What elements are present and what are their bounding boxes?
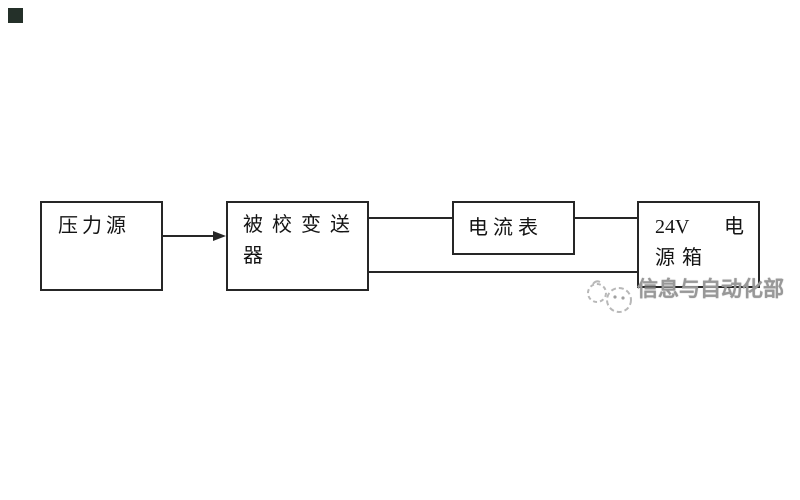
node-transmitter-label-line2: 器: [243, 245, 263, 267]
edge-pressure-to-transmitter: [163, 235, 214, 237]
node-ammeter: 电流表: [452, 201, 575, 255]
wechat-account-logo-icon: [587, 280, 632, 313]
node-transmitter-under-calibration: 被校变送 器: [226, 201, 369, 291]
edge-transmitter-to-power-box: [369, 271, 637, 273]
node-power-label-dian: 电: [724, 216, 744, 238]
watermark-text: 信息与自动化部: [637, 277, 784, 301]
node-power-label-line1: 24V 电: [655, 212, 744, 243]
node-ammeter-label: 电流表: [468, 217, 543, 239]
node-24v-power-box: 24V 电 源箱: [637, 201, 760, 288]
arrowhead-icon: [213, 231, 226, 241]
node-power-label-24v: 24V: [655, 216, 690, 238]
node-pressure-source: 压力源: [40, 201, 163, 291]
edge-transmitter-to-ammeter: [369, 217, 452, 219]
edge-ammeter-to-power-box: [575, 217, 637, 219]
node-transmitter-label-line1: 被校变送: [243, 214, 359, 236]
watermark: 信息与自动化部: [583, 276, 784, 316]
node-power-label-line2: 源箱: [655, 247, 709, 269]
node-pressure-source-label: 压力源: [58, 215, 130, 237]
corner-square-decoration: [8, 8, 23, 23]
